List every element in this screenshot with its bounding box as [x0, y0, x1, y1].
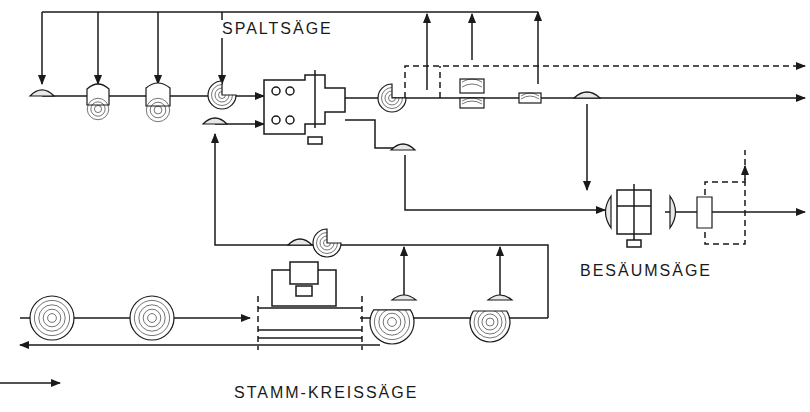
flow-line — [97, 12, 99, 84]
quartered-log-section — [378, 84, 406, 112]
flow-line — [499, 247, 501, 296]
log-section — [30, 296, 74, 340]
carriage-end — [361, 296, 363, 350]
flow-line — [41, 12, 43, 84]
roller — [272, 116, 280, 124]
flow-line — [345, 120, 395, 148]
saw-blade — [633, 184, 635, 240]
slab-section — [574, 92, 600, 98]
dashed-flow-line — [705, 150, 745, 195]
motor — [627, 240, 641, 247]
machine-name: SPALTSÄGE — [220, 20, 335, 38]
edged-board — [697, 197, 712, 228]
saw-blade — [314, 70, 316, 128]
flow-line — [403, 247, 405, 296]
slab-section — [288, 239, 312, 245]
carriage-end — [257, 296, 259, 350]
roller — [286, 116, 294, 124]
flow-line — [586, 104, 588, 190]
flow-line — [471, 14, 473, 60]
board-section — [519, 93, 541, 103]
flow-line — [0, 382, 60, 384]
flow-line — [215, 134, 548, 318]
rail — [258, 337, 362, 339]
motor — [308, 137, 322, 144]
cant-section — [146, 83, 170, 122]
edge-slab-left — [606, 196, 612, 228]
slab-section — [391, 144, 415, 150]
flow-line — [426, 14, 428, 90]
dashed-flow-line — [439, 66, 441, 98]
log-section — [130, 296, 174, 340]
rail — [258, 329, 362, 331]
cant-section — [87, 84, 109, 120]
quartered-log-section — [313, 229, 341, 257]
dashed-flow-line — [744, 166, 746, 180]
roller — [272, 87, 280, 95]
machine-name: STAMM-KREISSÄGE — [232, 384, 420, 402]
slab-section — [30, 90, 54, 96]
machine-name: BESÄUMSÄGE — [578, 262, 714, 280]
saw-head — [290, 262, 318, 284]
flow-line — [665, 211, 805, 213]
quartered-log-section — [208, 81, 236, 109]
flow-line — [20, 344, 380, 346]
dashed-flow-line — [405, 66, 805, 98]
slab-section — [488, 295, 512, 300]
machine-line — [617, 205, 651, 207]
cut-log-section — [470, 306, 510, 342]
board-section — [460, 98, 484, 108]
rail — [258, 307, 362, 309]
flow-line — [405, 155, 605, 210]
flow-line — [157, 12, 159, 84]
roller — [286, 87, 294, 95]
flow-line — [537, 12, 539, 84]
edge-slab-right — [670, 196, 676, 228]
cut-log-section — [370, 304, 414, 344]
board-section — [460, 79, 484, 93]
slab-section — [392, 295, 416, 300]
splitting-saw — [264, 75, 345, 134]
saw-housing — [296, 286, 312, 296]
flow-line — [42, 11, 538, 13]
slab-section — [203, 118, 227, 124]
